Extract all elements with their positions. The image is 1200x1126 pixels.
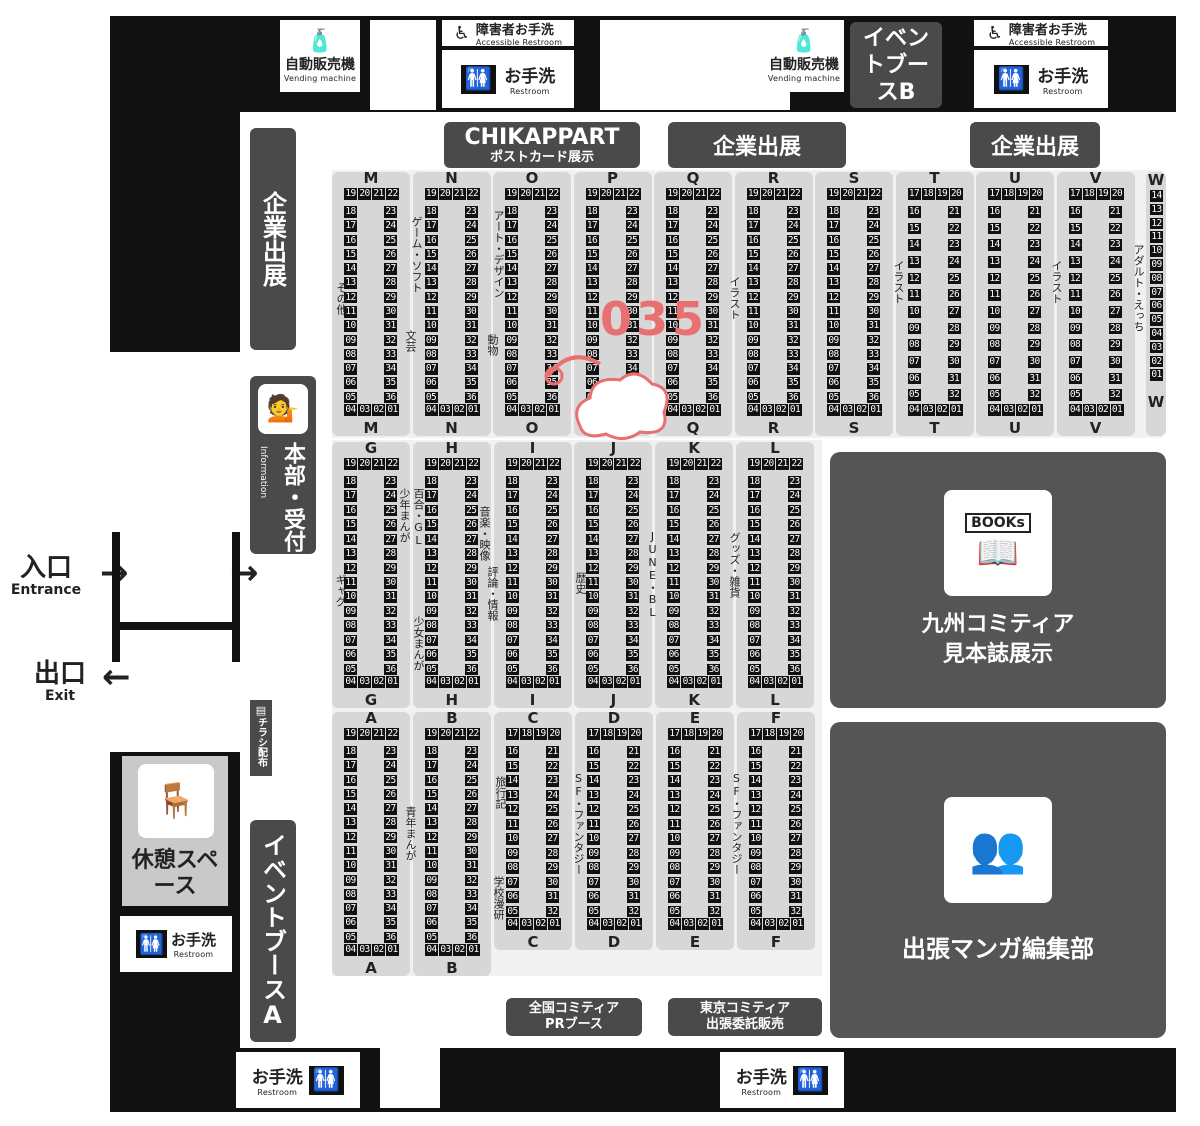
reception-icon: 💁 <box>258 384 308 434</box>
restroom-icon: 🚻 <box>136 930 167 958</box>
rest-space: 🪑 休憩スペース <box>122 756 228 906</box>
exit-label: 出口 Exit <box>33 659 86 704</box>
sample-books-exhibit: BOOKs 📖 九州コミティア見本誌展示 <box>830 452 1166 708</box>
corporate-booth-top-center: 企業出展 <box>668 122 846 168</box>
meeting-icon: 👥 <box>944 796 1052 903</box>
corporate-booth-top-right: 企業出展 <box>970 122 1100 168</box>
tokyo-comitia-booth: 東京コミティア出張委託販売 <box>668 998 822 1036</box>
marker-cloud-icon <box>544 355 669 440</box>
entrance-label: 入口 Entrance <box>10 553 82 598</box>
corporate-booth-left: 企業出展 <box>250 128 296 350</box>
chikappart-booth: CHIKAPPART ポストカード展示 <box>444 122 640 168</box>
restroom-icon: 🚻 <box>792 1065 829 1095</box>
wall-white-slot-2 <box>600 20 790 110</box>
entrance-door-left <box>112 532 120 662</box>
flyer-icon: ▤ <box>255 704 267 717</box>
restroom-icon: 🚻 <box>993 64 1030 94</box>
event-booth-a: イベントブースA <box>250 820 296 1042</box>
information-desk[interactable]: 💁 本部・受付 Information <box>250 376 316 554</box>
book-icon: BOOKs 📖 <box>944 490 1052 596</box>
wheelchair-icon: ♿ <box>453 22 470 44</box>
booth-marker: 035 <box>600 292 709 346</box>
floor-white-left <box>120 352 240 752</box>
restroom-icon: 🚻 <box>308 1065 345 1095</box>
entrance-divider <box>120 622 234 630</box>
wall-white-slot-1 <box>370 20 436 110</box>
flyer-distribution: ▤ チラシ配布 <box>250 700 272 776</box>
wheelchair-icon: ♿ <box>986 22 1003 44</box>
vending-icon: 🧴 <box>790 28 818 54</box>
manga-editorial-booth: 👥 出張マンガ編集部 <box>830 722 1166 1038</box>
bench-icon: 🪑 <box>138 764 214 838</box>
event-booth-b: イベントブースB <box>850 22 942 108</box>
vending-icon: 🧴 <box>306 28 334 54</box>
wall-left-upper <box>110 16 240 352</box>
vending-machine-right: 🧴 自動販売機 Vending machine <box>764 20 844 92</box>
wall-white-slot-bottom <box>380 1048 440 1108</box>
exit-arrow-icon: ← <box>102 657 131 697</box>
vending-machine-left: 🧴 自動販売機 Vending machine <box>280 20 360 92</box>
entrance-door-right <box>232 532 240 662</box>
restroom-icon: 🚻 <box>460 64 497 94</box>
